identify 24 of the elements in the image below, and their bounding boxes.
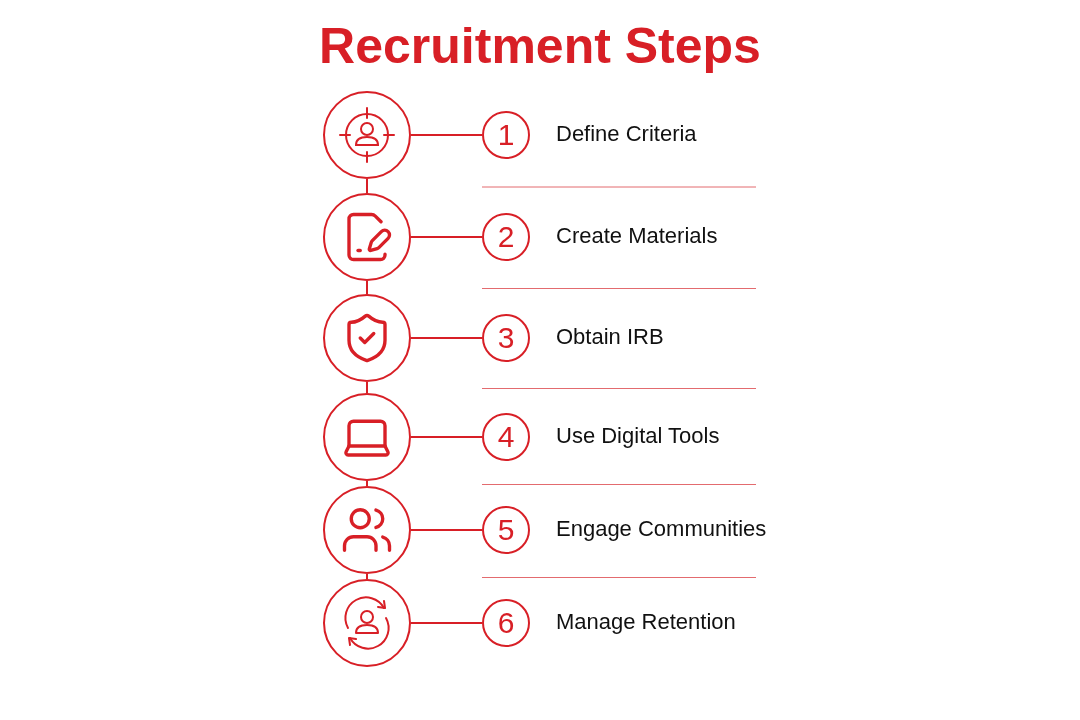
step-label: Manage Retention [556,611,736,633]
step-number-circle: 5 [482,506,530,554]
connector-line [410,236,483,238]
connector-line [410,134,483,136]
connector-line [410,529,483,531]
step-label: Engage Communities [556,518,767,540]
connector-line [366,573,368,580]
step-number-circle: 4 [482,413,530,461]
connector-line [410,436,483,438]
connector-line [366,280,368,295]
step-number-circle: 2 [482,213,530,261]
step-number-circle: 3 [482,314,530,362]
step-label: Create Materials [556,225,718,247]
step-label: Obtain IRB [556,326,664,348]
connector-line [366,381,368,394]
connector-line [366,178,368,194]
connector-line [366,480,368,487]
connector-line [410,622,483,624]
step-label: Use Digital Tools [556,425,720,447]
step-label: Define Criteria [556,123,697,145]
step-number-circle: 6 [482,599,530,647]
title: Recruitment Steps [319,17,761,76]
connector-line [410,337,483,339]
step-number-circle: 1 [482,111,530,159]
